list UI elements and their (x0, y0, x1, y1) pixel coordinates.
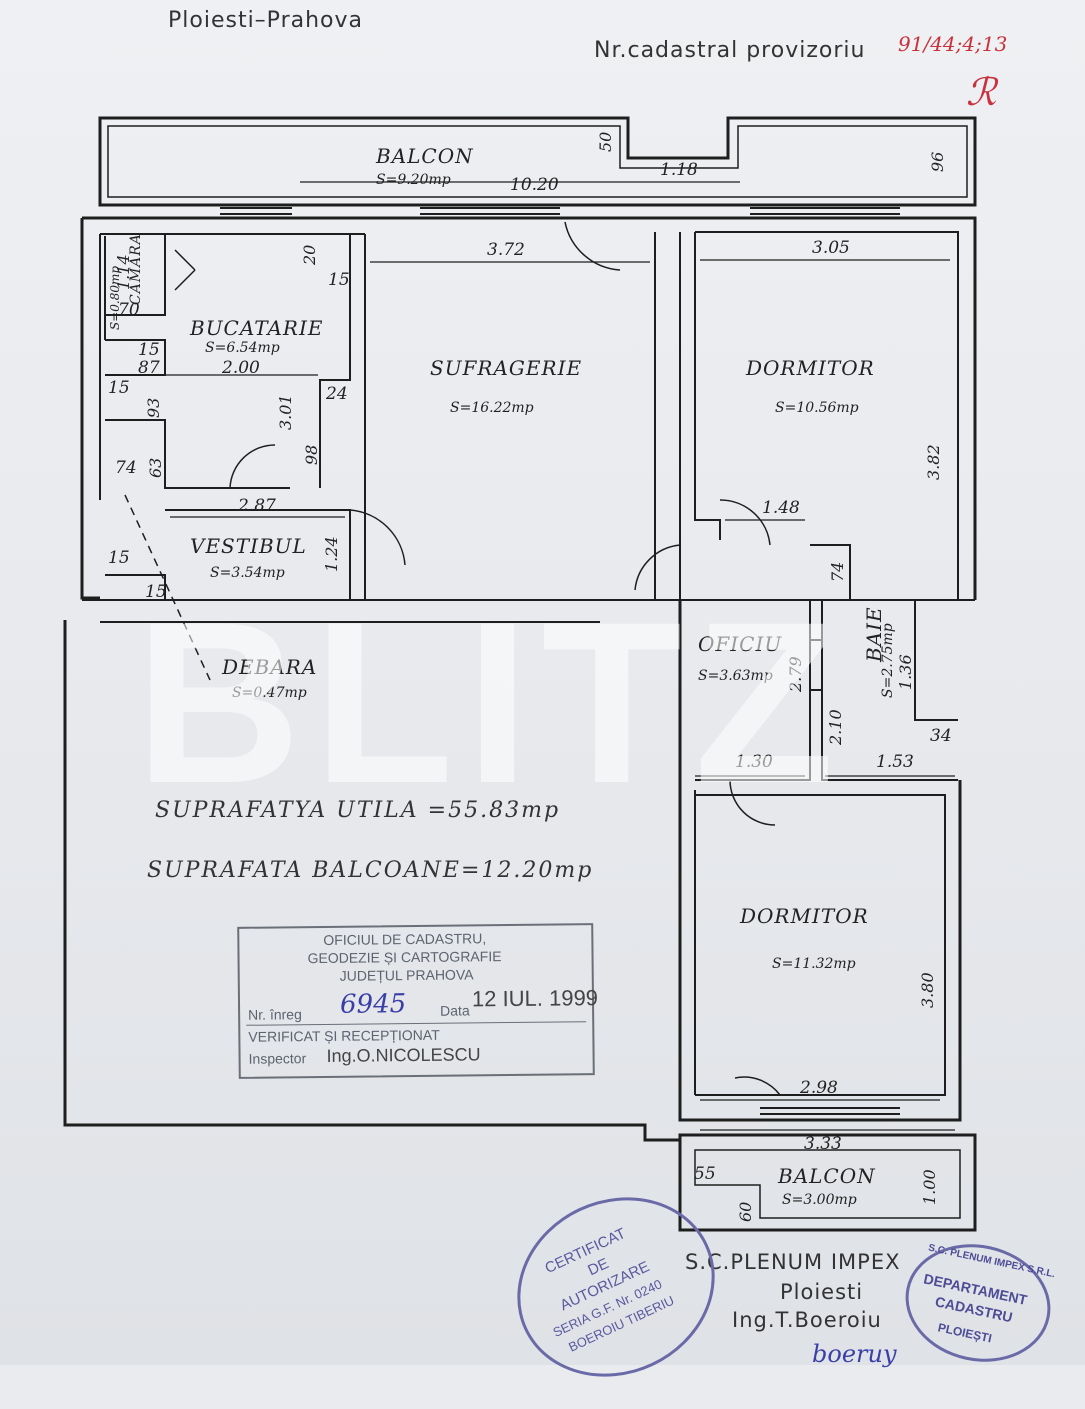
balcon-bottom-area: S=3.00mp (782, 1192, 857, 1208)
dim-buc-20: 20 (300, 244, 319, 265)
dim-vestibul-15: 15 (108, 548, 130, 568)
dim-buc-87: 87 (138, 358, 160, 378)
company-engineer: Ing.T.Boeroiu (732, 1308, 882, 1332)
bucatarie-area: S=6.54mp (205, 340, 280, 356)
stamp-date-label: Data (440, 1002, 470, 1019)
dim-balcon-step: 1.18 (660, 160, 698, 180)
dormitor-2-area: S=11.32mp (772, 956, 856, 972)
dormitor-1-label: DORMITOR (746, 356, 875, 380)
company-name: S.C.PLENUM IMPEX (685, 1250, 901, 1274)
dim-balcon-96: 96 (928, 151, 947, 172)
debara-label: DEBARA (222, 655, 318, 679)
sufragerie-label: SUFRAGERIE (430, 356, 583, 380)
dim-dormitor1-height: 3.82 (924, 444, 943, 480)
stamp-inspector-label: Inspector (248, 1050, 307, 1067)
cadastral-number: 91/44;4;13 (898, 32, 1008, 56)
oficiu-area: S=3.63mp (698, 668, 773, 684)
stamp-reg-label: Nr. înreg (248, 1006, 302, 1023)
dim-buc-93: 93 (144, 397, 163, 418)
suprafata-balcoane: SUPRAFATA BALCOANE=12.20mp (147, 858, 594, 883)
stamp-office-line2: GEODEZIE ȘI CARTOGRAFIE (307, 948, 502, 967)
outer-wall-top (82, 216, 977, 600)
red-signature-mark: ℛ (966, 70, 997, 114)
balcon-top-outline (98, 116, 977, 207)
balcon-top-area: S=9.20mp (376, 172, 451, 188)
dormitor-2-label: DORMITOR (740, 904, 869, 928)
dim-buc-15b: 15 (138, 340, 160, 360)
balcon-top-label: BALCON (376, 144, 474, 168)
dim-oficiu-130: 1.30 (735, 752, 773, 772)
dim-dormitor2-height: 3.80 (918, 972, 937, 1008)
baie-area: S=2.75mp (880, 623, 896, 698)
dim-buc-301: 3.01 (276, 394, 295, 430)
dim-buc-width: 2.00 (222, 358, 260, 378)
dim-vestibul-width: 2.87 (238, 496, 276, 516)
dim-dormitor2-width: 2.98 (800, 1078, 838, 1098)
dim-hall-148: 1.48 (762, 498, 800, 518)
dim-balcon2-width: 3.33 (804, 1134, 842, 1154)
dim-hall-74: 74 (115, 458, 137, 478)
outer-wall-left (80, 218, 100, 600)
dim-camara-70: 70 (118, 300, 140, 320)
dim-buc-15: 15 (328, 270, 350, 290)
stamp-reg-value: 6945 (339, 989, 407, 1020)
dim-dormitor1-width: 3.05 (812, 238, 850, 258)
scanned-floor-plan-page (0, 0, 1085, 1365)
debara-area: S=0.47mp (232, 685, 307, 701)
cert-stamp-l1: CERTIFICAT (542, 1224, 629, 1278)
dim-baie-136: 1.36 (896, 654, 915, 690)
suprafata-utila: SUPRAFATYA UTILA =55.83mp (155, 798, 561, 823)
oficiu-label: OFICIU (698, 632, 783, 656)
dim-camara-114: 1.14 (114, 254, 133, 290)
sufragerie-area: S=16.22mp (450, 400, 534, 416)
stamp-office-line1: OFICIUL DE CADASTRU, (323, 930, 487, 948)
dept-stamp-l3: PLOIEȘTI (936, 1320, 994, 1346)
dim-vestibul-124: 1.24 (322, 536, 341, 572)
dim-buc-98: 98 (302, 444, 321, 465)
dim-hall-63: 63 (146, 457, 165, 478)
dim-balcon2-55: 55 (694, 1164, 716, 1184)
engineer-signature: boeruy (812, 1340, 897, 1368)
location-text: Ploiesti–Prahova (168, 8, 363, 33)
dim-balcon2-100: 1.00 (920, 1169, 939, 1205)
dim-baie-153: 1.53 (876, 752, 914, 772)
dim-baie-34: 34 (930, 726, 952, 746)
stamp-inspector-name: Ing.O.NICOLESCU (326, 1044, 481, 1066)
dim-buc-15c: 15 (108, 378, 130, 398)
dim-balcon2-60: 60 (736, 1201, 755, 1222)
balcon-bottom-label: BALCON (778, 1164, 876, 1188)
cadastru-office-stamp: OFICIUL DE CADASTRU, GEODEZIE ȘI CARTOGR… (237, 923, 599, 1079)
dim-sufragerie-width: 3.72 (487, 240, 525, 260)
dim-balcon-width: 10.20 (510, 175, 559, 195)
vestibul-label: VESTIBUL (190, 534, 307, 558)
balcon-bottom-outline (678, 1133, 977, 1232)
vestibul-area: S=3.54mp (210, 565, 285, 581)
dim-balcon-50: 50 (596, 131, 615, 152)
dormitor-1-area: S=10.56mp (775, 400, 859, 416)
dim-buc-24: 24 (326, 384, 348, 404)
cadastral-label: Nr.cadastral provizoriu (594, 38, 866, 63)
stamp-verified: VERIFICAT ȘI RECEPȚIONAT (248, 1026, 440, 1045)
stamp-date-value: 12 IUL. 1999 (471, 985, 599, 1012)
dim-vestibul-15b: 15 (145, 582, 167, 602)
company-city: Ploiesti (780, 1280, 864, 1304)
watermark-logo: BLITZ (135, 574, 847, 831)
stamp-office-line3: JUDEȚUL PRAHOVA (339, 966, 474, 984)
bucatarie-label: BUCATARIE (190, 316, 324, 340)
floor-plan-drawing (63, 116, 977, 1232)
